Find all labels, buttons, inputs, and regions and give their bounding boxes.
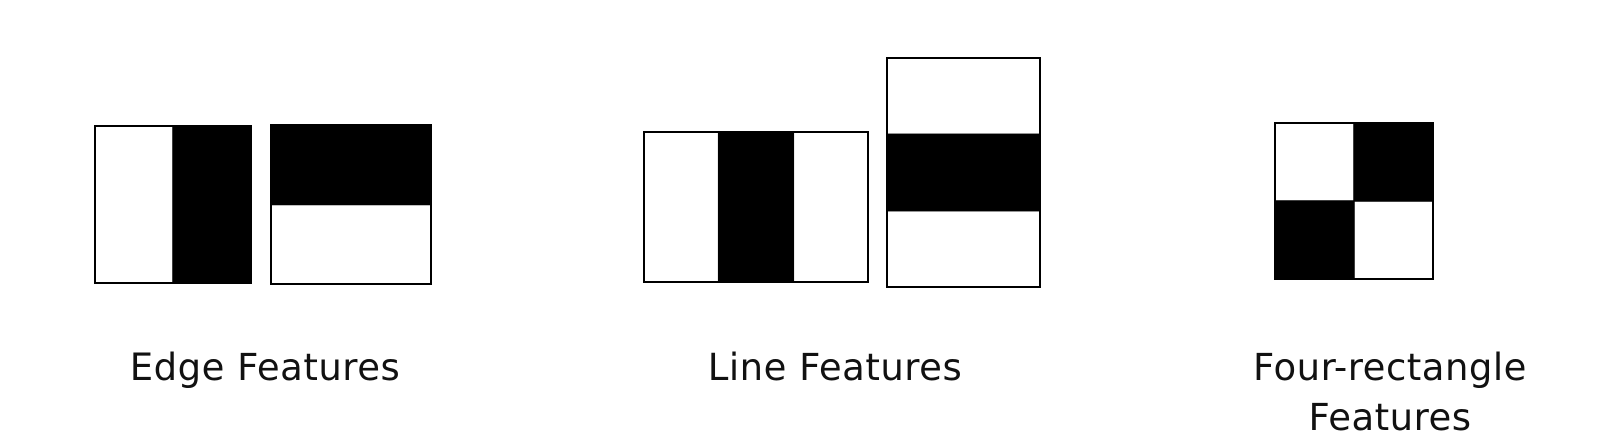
vertical-line-feature-divider	[792, 132, 795, 282]
horizontal-line-feature-light-region	[887, 58, 1040, 135]
edge-features-caption: Edge Features	[70, 343, 460, 393]
horizontal-line-feature-divider	[887, 209, 1040, 212]
vertical-line-feature-light-region	[644, 132, 719, 282]
horizontal-edge-feature-divider	[271, 203, 431, 206]
four-rectangle-feature-dark-region	[1354, 123, 1433, 201]
four-rectangle-feature-divider	[1275, 200, 1433, 202]
vertical-edge-feature-light-region	[95, 126, 173, 283]
horizontal-edge-feature-light-region	[271, 204, 431, 284]
four-rectangle-features-caption: Four-rectangle Features	[1180, 343, 1600, 443]
four-rectangle-feature-light-region	[1275, 123, 1354, 201]
line-features-caption-line-1: Line Features	[707, 346, 963, 389]
vertical-line-feature	[643, 131, 869, 283]
horizontal-edge-feature-outline	[270, 124, 432, 285]
four-rectangle-feature-outline	[1274, 122, 1434, 280]
four-rectangle-features-caption-line-1: Four-rectangle	[1253, 346, 1527, 389]
horizontal-edge-feature-dark-region	[271, 125, 431, 205]
horizontal-line-feature	[886, 57, 1041, 288]
vertical-edge-feature	[94, 125, 252, 284]
vertical-line-feature-divider	[717, 132, 720, 282]
horizontal-line-feature-dark-region	[887, 134, 1040, 211]
horizontal-line-feature-divider	[887, 133, 1040, 136]
four-rectangle-feature-light-region	[1354, 201, 1433, 279]
horizontal-line-feature-outline	[886, 57, 1041, 288]
vertical-line-feature-light-region	[793, 132, 868, 282]
four-rectangle-feature-dark-region	[1275, 201, 1354, 279]
vertical-line-feature-outline	[643, 131, 869, 283]
vertical-line-feature-dark-region	[718, 132, 794, 282]
vertical-edge-feature-dark-region	[173, 126, 251, 283]
horizontal-edge-feature	[270, 124, 432, 285]
edge-features-caption-line-1: Edge Features	[129, 346, 401, 389]
vertical-edge-feature-divider	[172, 126, 174, 283]
horizontal-line-feature-light-region	[887, 210, 1040, 287]
four-rectangle-features-caption-line-2: Features	[1308, 396, 1472, 439]
vertical-edge-feature-outline	[94, 125, 252, 284]
line-features-caption: Line Features	[630, 343, 1040, 393]
four-rectangle-feature	[1274, 122, 1434, 280]
